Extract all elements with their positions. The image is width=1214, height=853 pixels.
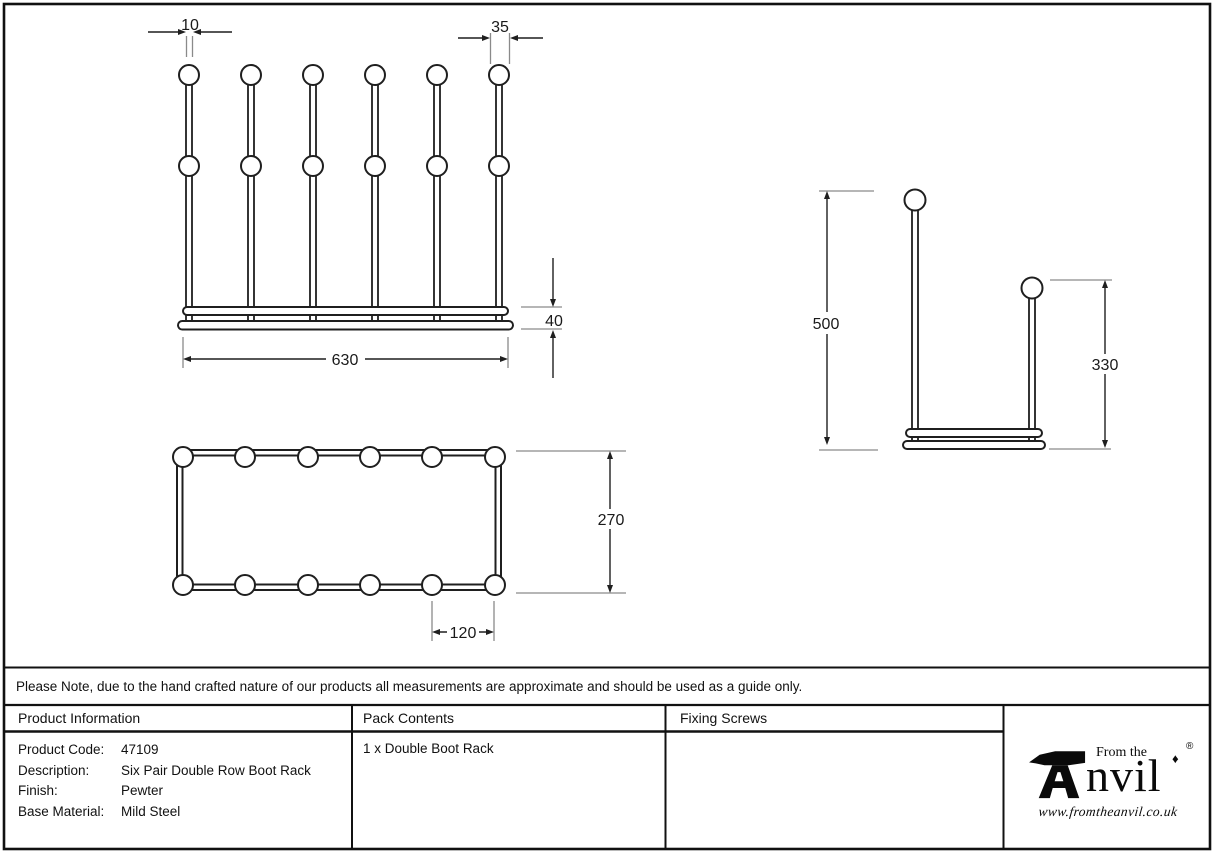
front-top-balls [178,64,510,86]
base-material-label: Base Material: [18,803,105,819]
front-mid-balls [178,155,510,177]
plan-balls [172,446,506,596]
description-row: Description: Six Pair Double Row Boot Ra… [18,761,343,782]
plan-inner-frame [181,454,497,586]
product-info-list: Product Code: 47109 Description: Six Pai… [18,740,343,822]
extension-lines [182,33,1112,641]
logo-registered-mark: ® [1186,741,1194,752]
front-posts [185,84,503,330]
logo-from-the-text: From the [1096,745,1147,760]
logo-website-text: www.fromtheanvil.co.uk [1037,804,1179,819]
dim-label-short-height: 330 [1092,357,1119,374]
side-base-rails [902,428,1046,450]
from-the-anvil-logo: From the nvil ♦ ® www.fromtheanvil.co.uk [1022,740,1198,824]
plan-view [172,446,506,596]
finish-value: Pewter [121,783,164,799]
dimension-lines [148,31,1106,633]
header-pack-contents: Pack Contents [363,710,455,726]
description-label: Description: [18,762,90,778]
finish-row: Finish: Pewter [18,781,343,802]
side-view [902,188,1046,450]
anvil-icon [1029,751,1086,799]
pack-contents-item: 1 x Double Boot Rack [363,741,494,756]
description-value: Six Pair Double Row Boot Rack [121,762,311,778]
dim-label-depth: 270 [598,512,625,529]
dimension-arrowheads [178,29,1108,635]
dim-label-tall-height: 500 [813,316,840,333]
side-posts [911,209,1036,449]
dim-label-overall-width: 630 [332,352,359,369]
logo-diamond-icon: ♦ [1172,751,1179,766]
dim-label-ball-diameter: 35 [491,19,509,36]
product-code-label: Product Code: [18,742,105,757]
dim-label-base-height: 40 [545,313,563,330]
product-code-value: 47109 [121,742,159,757]
logo-anvil-text: nvil [1086,750,1162,801]
front-view [177,64,514,331]
base-material-value: Mild Steel [121,803,181,819]
header-product-information: Product Information [18,710,141,726]
plan-outer-frame [176,449,502,591]
side-balls [903,188,1044,300]
front-base-rails [177,306,514,331]
dim-label-post-width: 10 [181,17,199,34]
finish-label: Finish: [18,783,58,799]
dimension-labels: 10 35 40 630 500 330 270 120 [181,17,1118,642]
product-code-row: Product Code: 47109 [18,740,343,761]
header-fixing-screws: Fixing Screws [680,710,768,726]
measurement-note: Please Note, due to the hand crafted nat… [16,679,803,694]
dim-label-spacing: 120 [450,625,477,642]
base-material-row: Base Material: Mild Steel [18,802,343,823]
